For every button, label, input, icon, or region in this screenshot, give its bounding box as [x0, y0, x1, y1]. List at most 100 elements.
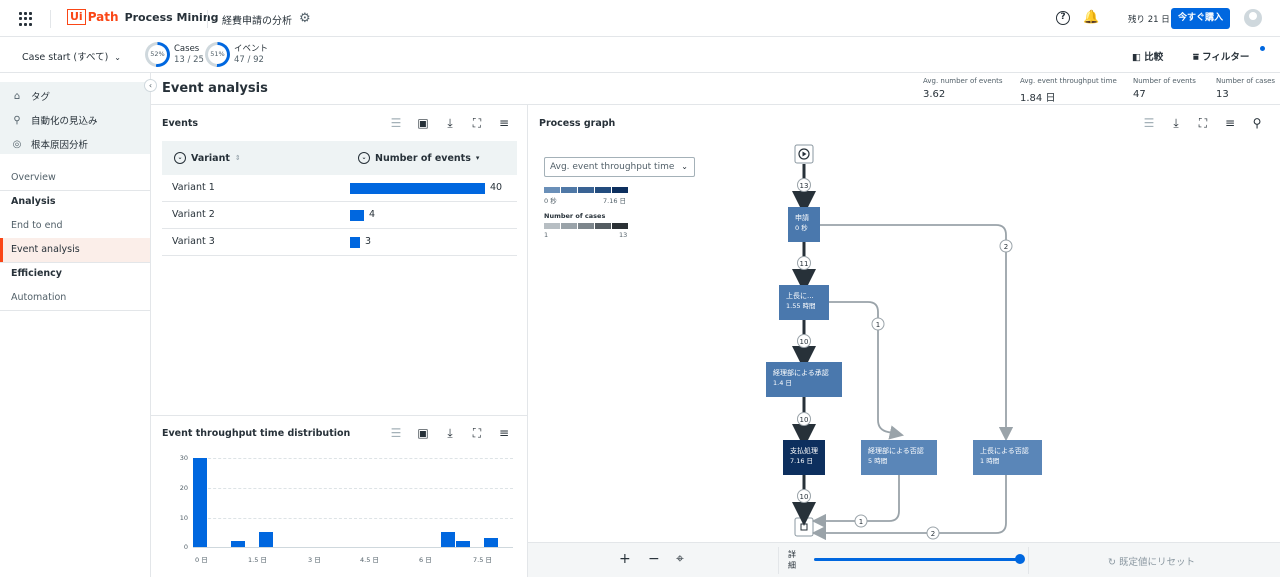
- location-pin-icon[interactable]: ⚲: [1252, 116, 1262, 130]
- edge[interactable]: [829, 301, 905, 440]
- node-value: 5 時間: [868, 457, 888, 465]
- node-name: 上長による否認: [980, 447, 1029, 455]
- cases-progress-ring: 52%: [145, 42, 170, 67]
- process-node[interactable]: 経理部による否認 5 時間: [861, 440, 937, 475]
- variant-name: Variant 3: [172, 236, 215, 247]
- fullscreen-icon[interactable]: ⛶: [472, 116, 482, 130]
- compare-button[interactable]: ◧ 比較: [1132, 49, 1163, 63]
- center-graph-icon[interactable]: ⌖: [676, 551, 684, 567]
- distribution-bar[interactable]: [441, 532, 455, 547]
- menu-icon[interactable]: ≡: [498, 426, 510, 440]
- table-row[interactable]: Variant 2 4: [162, 202, 517, 229]
- product-name: Process Mining: [124, 10, 219, 24]
- cases-pct: 52%: [148, 45, 167, 64]
- logo-path: Path: [87, 10, 119, 24]
- gear-icon[interactable]: ⚙: [299, 11, 311, 26]
- avatar[interactable]: [1244, 9, 1262, 27]
- case-start-dropdown[interactable]: Case start (すべて)⌄: [22, 49, 121, 63]
- distribution-bar[interactable]: [193, 458, 207, 547]
- sort-desc-icon[interactable]: ▾: [475, 154, 480, 162]
- edge[interactable]: [811, 475, 900, 529]
- uipath-logo[interactable]: Ui Path Process Mining: [67, 9, 219, 25]
- kpi-label: Avg. number of events: [923, 77, 1003, 85]
- fullscreen-icon[interactable]: ⛶: [1198, 116, 1208, 130]
- detail-slider-track[interactable]: [814, 558, 1019, 561]
- sidebar: ⌂ タグ ⚲ 自動化の見込み ◎ 根本原因分析 Overview Analysi…: [0, 73, 151, 577]
- sidebar-section-efficiency: Efficiency: [11, 268, 63, 279]
- help-icon[interactable]: ?: [1056, 11, 1070, 25]
- chevron-down-icon[interactable]: ⌄: [174, 152, 186, 164]
- zoom-in-button[interactable]: +: [619, 551, 631, 567]
- fullscreen-icon[interactable]: ⛶: [472, 426, 482, 440]
- process-node[interactable]: 申請 0 秒: [788, 207, 820, 242]
- save-icon[interactable]: ▣: [417, 116, 429, 130]
- events-progress-ring: 51%: [205, 42, 230, 67]
- graph-controls-bar: + − ⌖ 詳細 ↻ 既定値にリセット: [528, 542, 1280, 577]
- process-node[interactable]: 上長に... 1.55 時間: [779, 285, 829, 320]
- sidebar-item-tags[interactable]: ⌂ タグ: [11, 89, 50, 104]
- filter-icon[interactable]: ☰: [1143, 116, 1155, 130]
- process-node[interactable]: 支払処理 7.16 日: [783, 440, 825, 475]
- distribution-bar[interactable]: [231, 541, 245, 547]
- events-value: 3: [365, 236, 372, 247]
- divider: [778, 547, 779, 574]
- sidebar-item-event-analysis[interactable]: Event analysis: [0, 238, 150, 262]
- metric-select[interactable]: Avg. event throughput time ⌄: [544, 157, 695, 177]
- end-node[interactable]: [794, 517, 814, 537]
- chevron-down-icon[interactable]: ⌄: [358, 152, 370, 164]
- filter-label: フィルター: [1202, 52, 1250, 63]
- process-node[interactable]: 経理部による承認 1.4 日: [766, 362, 842, 397]
- distribution-bar[interactable]: [259, 532, 273, 547]
- save-icon[interactable]: ▣: [417, 426, 429, 440]
- filter-icon[interactable]: ☰: [390, 116, 402, 130]
- download-icon[interactable]: ⤓: [447, 116, 453, 130]
- cases-value: 13 / 25: [174, 55, 204, 65]
- filter-icon[interactable]: ☰: [390, 426, 402, 440]
- sidebar-item-label: 根本原因分析: [31, 140, 89, 151]
- download-icon[interactable]: ⤓: [447, 426, 453, 440]
- sidebar-item-root-cause[interactable]: ◎ 根本原因分析: [11, 137, 89, 152]
- detail-slider-handle[interactable]: [1015, 554, 1025, 564]
- y-tick-label: 0: [183, 543, 188, 551]
- apps-grid-icon[interactable]: [19, 12, 33, 26]
- sidebar-item-end-to-end[interactable]: End to end: [11, 220, 63, 231]
- filter-button[interactable]: ⩸ フィルター: [1193, 49, 1249, 63]
- column-header-variant[interactable]: ⌄ Variant ⇕: [174, 152, 241, 164]
- time-legend-scale: [544, 187, 629, 193]
- edge-label: 10: [800, 338, 809, 346]
- column-header-events[interactable]: ⌄ Number of events ▾: [358, 152, 479, 164]
- x-tick-label: 7.5 日: [473, 556, 492, 564]
- divider: [0, 262, 150, 263]
- sidebar-item-overview[interactable]: Overview: [11, 172, 56, 183]
- collapse-sidebar-button[interactable]: ‹: [144, 79, 157, 92]
- table-row[interactable]: Variant 1 40: [162, 175, 517, 202]
- zoom-out-button[interactable]: −: [648, 551, 660, 567]
- distribution-bar[interactable]: [456, 541, 470, 547]
- events-toolbar: ☰ ▣ ⤓ ⛶ ≡: [389, 116, 511, 131]
- edge[interactable]: [811, 475, 1007, 541]
- y-tick-label: 30: [179, 454, 188, 462]
- column-label: Variant: [191, 152, 230, 164]
- table-row[interactable]: Variant 3 3: [162, 229, 517, 256]
- variant-name: Variant 2: [172, 209, 215, 220]
- app-title: 経費申請の分析: [222, 16, 292, 27]
- sidebar-item-automation-potential[interactable]: ⚲ 自動化の見込み: [11, 113, 97, 128]
- edge[interactable]: [819, 224, 1014, 442]
- events-bar: [350, 237, 360, 248]
- download-icon[interactable]: ⤓: [1173, 116, 1179, 130]
- automation-icon: ⚲: [13, 114, 21, 126]
- legend-time-min: 0 秒: [544, 197, 557, 205]
- reset-button[interactable]: ↻ 既定値にリセット: [1108, 554, 1195, 568]
- bell-icon[interactable]: 🔔: [1083, 10, 1100, 25]
- sidebar-item-automation[interactable]: Automation: [11, 292, 67, 303]
- sort-icon[interactable]: ⇕: [234, 154, 241, 162]
- filter-active-dot: [1260, 46, 1265, 51]
- menu-icon[interactable]: ≡: [1224, 116, 1236, 130]
- reset-label: 既定値にリセット: [1118, 557, 1195, 568]
- buy-now-button[interactable]: 今すぐ購入: [1171, 8, 1231, 29]
- menu-icon[interactable]: ≡: [498, 116, 510, 130]
- distribution-bar[interactable]: [484, 538, 498, 547]
- process-node[interactable]: 上長による否認 1 時間: [973, 440, 1042, 475]
